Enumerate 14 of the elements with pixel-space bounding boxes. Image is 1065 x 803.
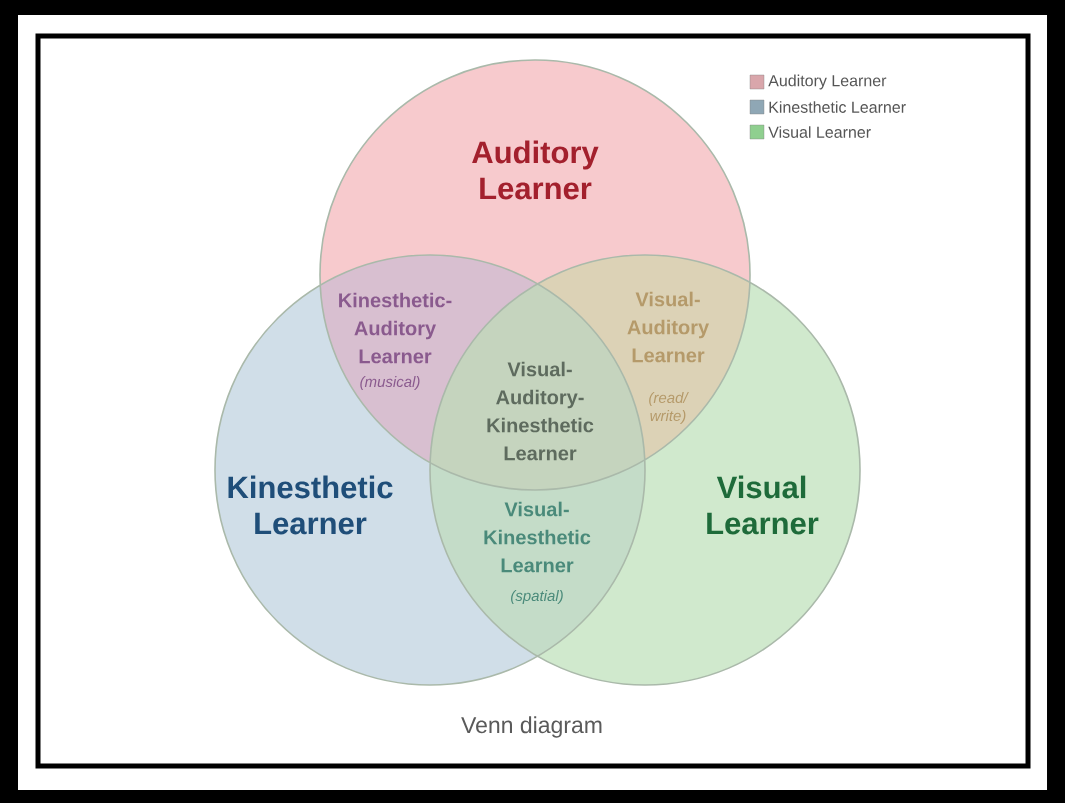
region-label: Visual-Kinesthetic Learner <box>484 501 591 573</box>
region-label: Visual-Auditory-Kinesthetic Learner <box>487 361 594 461</box>
note-label: (musical) <box>360 376 420 390</box>
circle-title: Auditory Learner <box>472 140 599 200</box>
circle-title: Visual Learner <box>707 475 819 535</box>
region-label: Kinesthetic-Auditory Learner <box>339 292 452 364</box>
note-label: (read/ write) <box>649 392 689 424</box>
circle-title: Kinesthetic Learner <box>228 475 393 535</box>
note-label: (spatial) <box>511 590 563 604</box>
legend-label: Auditory Learner <box>768 74 887 90</box>
legend-label: Kinesthetic Learner <box>769 101 906 113</box>
region-label: Visual-Auditory Learner <box>627 291 709 363</box>
caption: Venn diagram <box>461 716 602 738</box>
legend-label: Visual Learner <box>768 126 871 138</box>
